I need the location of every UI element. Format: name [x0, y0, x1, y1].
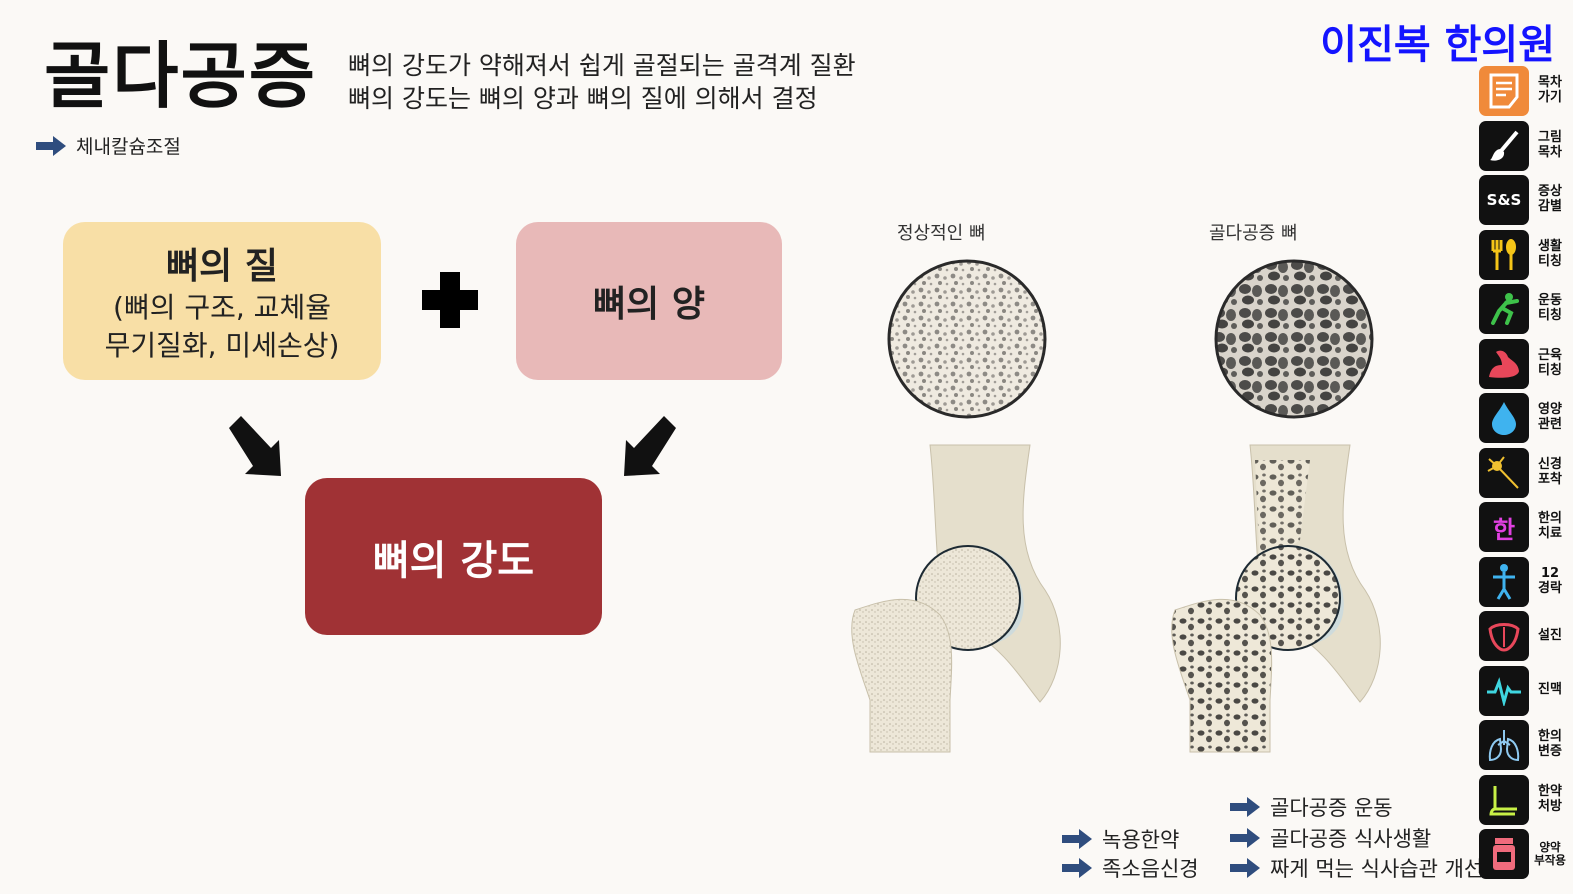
right-arrow-icon — [36, 135, 66, 156]
nav-item-nutrition[interactable]: 영양 관련 — [1479, 391, 1569, 446]
bone-quality-detail-2: 무기질화, 미세손상) — [104, 329, 340, 362]
nav-label-figure-index: 그림 목차 — [1538, 129, 1562, 160]
osteoporosis-bone-caption: 골다공증 뼈 — [1209, 223, 1298, 244]
deer-antler-medicine-link[interactable]: 녹용한약 — [1062, 824, 1179, 854]
right-navigation: 목차 가기 그림 목차 S&S 증상 감별 생활 티칭 운동 티칭 근육 티칭 — [1479, 64, 1569, 882]
tongue-icon — [1479, 611, 1529, 662]
nav-label-herbal-prescription: 한약 처방 — [1538, 783, 1562, 814]
nav-label-exercise-teaching: 운동 티칭 — [1538, 293, 1562, 324]
osteoporosis-exercise-label: 골다공증 운동 — [1270, 796, 1393, 820]
nav-label-pulse-diagnosis: 진맥 — [1538, 682, 1562, 698]
nav-item-life-teaching[interactable]: 생활 티칭 — [1479, 228, 1569, 283]
brush-icon — [1479, 120, 1529, 171]
bone-strength-box: 뼈의 강도 — [305, 478, 602, 635]
osteoporosis-bone-cross-section — [1214, 259, 1374, 419]
nav-label-tongue-diagnosis: 설진 — [1538, 627, 1562, 643]
nav-item-12-meridians[interactable]: 12 경락 — [1479, 555, 1569, 610]
bone-strength-title: 뼈의 강도 — [372, 537, 535, 584]
nav-label-pattern-diagnosis: 한의 변증 — [1538, 729, 1562, 760]
clinic-brand: 이진복 한의원 — [1320, 22, 1555, 68]
kidney-meridian-link[interactable]: 족소음신경 — [1062, 853, 1199, 883]
nav-label-symptom-diff: 증상 감별 — [1538, 184, 1562, 215]
nav-item-pulse-diagnosis[interactable]: 진맥 — [1479, 664, 1569, 719]
fork-spoon-icon — [1479, 229, 1529, 280]
arrow-down-right-icon — [229, 416, 281, 476]
han-icon: 한 — [1479, 502, 1529, 553]
plus-icon — [422, 272, 478, 328]
pulse-icon — [1479, 665, 1529, 716]
meridian-body-icon — [1479, 556, 1529, 607]
nav-item-toc[interactable]: 목차 가기 — [1479, 64, 1569, 119]
salty-diet-improvement-label: 짜게 먹는 식사습관 개선 — [1270, 857, 1484, 881]
nav-item-exercise-teaching[interactable]: 운동 티칭 — [1479, 282, 1569, 337]
neuron-icon — [1479, 447, 1529, 498]
s-and-s-icon: S&S — [1479, 175, 1529, 226]
calcium-regulation-link[interactable]: 체내칼슘조절 — [36, 132, 181, 159]
subtitle-line-1: 뼈의 강도가 약해져서 쉽게 골절되는 골격계 질환 — [348, 51, 856, 80]
page-title: 골다공증 — [44, 34, 317, 118]
bone-quality-detail-1: (뼈의 구조, 교체율 — [113, 291, 331, 325]
nav-item-symptom-diff[interactable]: S&S 증상 감별 — [1479, 173, 1569, 228]
bone-quantity-box: 뼈의 양 — [516, 222, 782, 380]
s-and-s-icon-text: S&S — [1486, 191, 1522, 210]
right-arrow-icon — [1230, 797, 1260, 817]
nav-label-korean-medicine-treatment: 한의 치료 — [1538, 511, 1562, 542]
subtitle-line-2: 뼈의 강도는 뼈의 양과 뼈의 질에 의해서 결정 — [348, 84, 818, 113]
nav-label-nutrition: 영양 관련 — [1538, 402, 1562, 433]
normal-hip-joint-illustration — [851, 444, 1061, 753]
nav-label-12-meridians: 12 경락 — [1538, 565, 1562, 596]
herbal-pot-icon — [1479, 774, 1529, 825]
exercise-icon — [1479, 284, 1529, 335]
bone-quality-title: 뼈의 질 — [166, 246, 278, 288]
calcium-regulation-link-label: 체내칼슘조절 — [76, 136, 181, 158]
normal-bone-caption: 정상적인 뼈 — [897, 223, 986, 244]
salty-diet-improvement-link[interactable]: 짜게 먹는 식사습관 개선 — [1230, 853, 1483, 883]
arrow-down-left-icon — [624, 416, 676, 476]
nav-label-muscle-teaching: 근육 티칭 — [1538, 347, 1562, 378]
normal-bone-cross-section — [887, 259, 1047, 419]
nav-item-tongue-diagnosis[interactable]: 설진 — [1479, 609, 1569, 664]
nav-item-herbal-prescription[interactable]: 한약 처방 — [1479, 773, 1569, 828]
lungs-icon — [1479, 720, 1529, 771]
nav-label-life-teaching: 생활 티칭 — [1538, 238, 1562, 269]
nav-item-korean-medicine-treatment[interactable]: 한 한의 치료 — [1479, 500, 1569, 555]
bone-quality-box: 뼈의 질 (뼈의 구조, 교체율 무기질화, 미세손상) — [63, 222, 381, 380]
nav-item-western-drug-side-effects[interactable]: 양약 부작용 — [1479, 827, 1569, 882]
kidney-meridian-label: 족소음신경 — [1102, 857, 1199, 881]
bone-quantity-title: 뼈의 양 — [593, 284, 705, 325]
right-arrow-icon — [1230, 858, 1260, 878]
right-arrow-icon — [1230, 828, 1260, 848]
osteoporosis-exercise-link[interactable]: 골다공증 운동 — [1230, 792, 1393, 822]
document-icon — [1479, 66, 1529, 117]
muscle-icon — [1479, 338, 1529, 389]
deer-antler-medicine-label: 녹용한약 — [1102, 828, 1180, 852]
osteoporosis-diet-label: 골다공증 식사생활 — [1270, 827, 1432, 851]
nav-item-figure-index[interactable]: 그림 목차 — [1479, 119, 1569, 174]
nav-label-toc: 목차 가기 — [1538, 75, 1562, 106]
right-arrow-icon — [1062, 858, 1092, 878]
right-arrow-icon — [1062, 829, 1092, 849]
nav-item-pattern-diagnosis[interactable]: 한의 변증 — [1479, 718, 1569, 773]
nav-item-nerve-entrapment[interactable]: 신경 포착 — [1479, 446, 1569, 501]
osteoporosis-diet-link[interactable]: 골다공증 식사생활 — [1230, 823, 1431, 853]
nav-label-nerve-entrapment: 신경 포착 — [1538, 456, 1562, 487]
nav-item-muscle-teaching[interactable]: 근육 티칭 — [1479, 337, 1569, 392]
osteoporosis-hip-joint-illustration — [1171, 444, 1381, 753]
water-drop-icon — [1479, 393, 1529, 444]
pill-bottle-icon — [1479, 829, 1529, 880]
nav-label-western-drug-side-effects: 양약 부작용 — [1534, 840, 1566, 868]
han-icon-text: 한 — [1492, 515, 1516, 544]
